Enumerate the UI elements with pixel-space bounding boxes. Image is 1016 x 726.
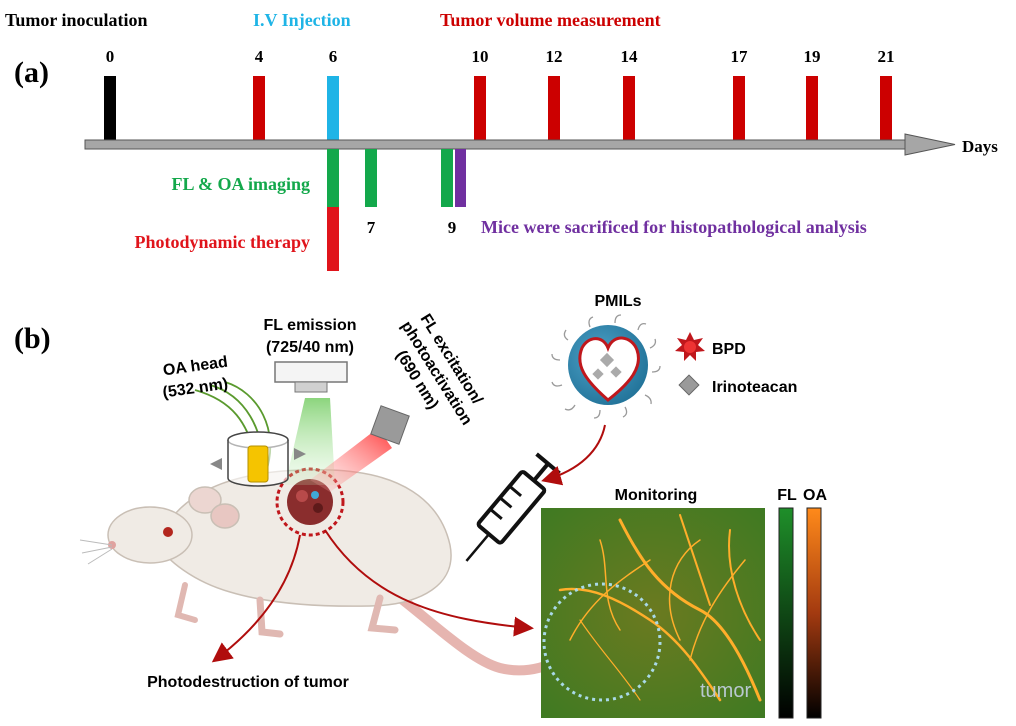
day-label-9: 9 [448, 218, 457, 237]
fl-emission-detector [274, 361, 348, 393]
mouse-leg [367, 594, 399, 634]
red-excitation-beam [310, 428, 392, 492]
mouse-leg [174, 582, 198, 623]
oa-colorbar-label: OA [803, 487, 827, 504]
mouse-ear [188, 486, 222, 514]
arrow-tumor-to-photodestruction [211, 534, 301, 663]
tumor-region-circle [542, 582, 662, 702]
oa-head-label: OA head [162, 354, 229, 380]
photodestruction-label: Photodestruction of tumor [147, 674, 349, 691]
irinotecan-legend-icon [678, 374, 700, 396]
arrow-tumor-to-monitoring [324, 529, 534, 637]
panel-a-label: (a) [14, 56, 49, 89]
bar-injection-day-6 [327, 76, 339, 140]
monitoring-image: tumor [541, 508, 765, 718]
mouse-whiskers [79, 539, 113, 565]
nanoparticle-marker [311, 491, 319, 499]
mouse-leg [256, 596, 284, 638]
day-label-21: 21 [878, 47, 895, 66]
event-therapy-label: Photodynamic therapy [135, 232, 311, 252]
legend-measurement: Tumor volume measurement [440, 10, 661, 30]
mouse-illustration [79, 469, 565, 676]
time-axis-arrow [84, 133, 956, 156]
bar-inoculation-day-0 [104, 76, 116, 140]
green-emission-beam [285, 398, 335, 485]
bar-sacrifice-day-9 [455, 149, 466, 207]
tumor-mass [287, 479, 333, 525]
bar-measurement-day-19 [806, 76, 818, 140]
oa-head-wavelength: (532 nm) [162, 376, 230, 402]
syringe-icon [465, 452, 561, 562]
bar-measurement-day-10 [474, 76, 486, 140]
day-label-10: 10 [472, 47, 489, 66]
day-label-12: 12 [546, 47, 563, 66]
bpd-label: BPD [712, 341, 746, 358]
vasculature-overlay [558, 514, 762, 702]
arrow-pmils-to-syringe [541, 424, 606, 486]
day-label-14: 14 [621, 47, 639, 66]
event-imaging-label: FL & OA imaging [171, 174, 310, 194]
legend-inoculation: Tumor inoculation [5, 10, 148, 30]
monitoring-label: Monitoring [615, 487, 698, 504]
pmils-nanoparticle [551, 314, 661, 419]
mouse-tail [385, 585, 565, 676]
bar-imaging-day-9 [441, 149, 453, 207]
panel-b-label: (b) [14, 322, 51, 355]
bpd-legend-icon [675, 332, 705, 361]
event-sacrifice-label: Mice were sacrificed for histopathologic… [481, 217, 867, 237]
day-label-19: 19 [804, 47, 821, 66]
rotation-arrow-right [294, 448, 306, 460]
day-labels-top: 0 4 6 10 12 14 17 19 21 [106, 47, 895, 66]
oa-colorbar [806, 507, 822, 719]
bar-imaging-day-6 [327, 149, 339, 207]
axis-label-days: Days [962, 137, 998, 156]
day-label-6: 6 [329, 47, 338, 66]
bar-therapy-day-6 [327, 207, 339, 271]
mouse-eye [163, 527, 173, 537]
legend-injection: I.V Injection [253, 10, 351, 30]
fl-colorbar [778, 507, 794, 719]
irinotecan-label: Irinoteacan [712, 379, 797, 396]
mouse-ear [210, 503, 240, 529]
bar-measurement-day-21 [880, 76, 892, 140]
fl-colorbar-label: FL [777, 487, 797, 504]
bar-imaging-day-7 [365, 149, 377, 207]
day-label-0: 0 [106, 47, 115, 66]
excitation-laser-source [370, 405, 410, 445]
fl-emission-wavelength: (725/40 nm) [266, 339, 354, 356]
day-label-7: 7 [367, 218, 376, 237]
day-label-17: 17 [731, 47, 749, 66]
rotation-arrow-left [210, 458, 222, 470]
oa-head-transducer [194, 381, 306, 487]
bar-measurement-day-14 [623, 76, 635, 140]
fl-emission-label: FL emission [263, 317, 356, 334]
day-label-4: 4 [255, 47, 264, 66]
bar-measurement-day-17 [733, 76, 745, 140]
bar-measurement-day-4 [253, 76, 265, 140]
pmils-label: PMILs [594, 293, 641, 310]
bar-measurement-day-12 [548, 76, 560, 140]
tumor-label: tumor [700, 680, 751, 702]
